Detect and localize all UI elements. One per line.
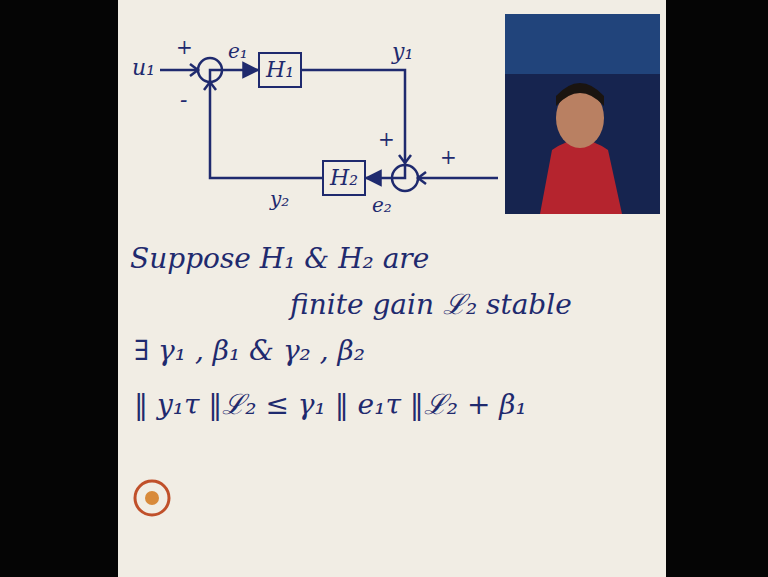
inset-light (505, 14, 660, 74)
logo (135, 481, 169, 515)
signal-label: u₁ (132, 56, 155, 80)
note-text: ∃ γ₁ , β₁ & γ₂ , β₂ (134, 336, 365, 367)
note-text: finite gain ℒ₂ stable (290, 290, 572, 321)
signal-label: + (176, 36, 193, 58)
inset-frame (505, 14, 660, 214)
logo-ring (135, 481, 169, 515)
block-box: H₂ (322, 160, 366, 196)
presenter-hair (556, 83, 604, 106)
loop-wiring (160, 58, 498, 191)
signal-label: e₂ (372, 194, 392, 216)
arrow-head (190, 64, 198, 76)
presenter-shirt (540, 140, 622, 214)
signal-label: y₂ (270, 188, 289, 210)
block-label: H₂ (330, 166, 358, 190)
note-text: Suppose H₁ & H₂ are (130, 244, 429, 275)
logo-core (145, 491, 159, 505)
signal-label: + (440, 146, 457, 168)
signal-label: + (378, 128, 395, 150)
signal-label: - (180, 88, 187, 112)
paper-sheet (118, 0, 666, 577)
note-text: ‖ y₁τ ‖ℒ₂ ≤ γ₁ ‖ e₁τ ‖ℒ₂ + β₁ (134, 390, 527, 421)
signal-label: e₁ (228, 40, 248, 62)
input-wire (420, 177, 498, 180)
signal-label: y₁ (392, 40, 413, 64)
input-wire (160, 69, 196, 72)
block-box: H₁ (258, 52, 302, 88)
video-inset (505, 14, 660, 214)
arrow-head (418, 172, 426, 184)
block-label: H₁ (266, 58, 294, 82)
